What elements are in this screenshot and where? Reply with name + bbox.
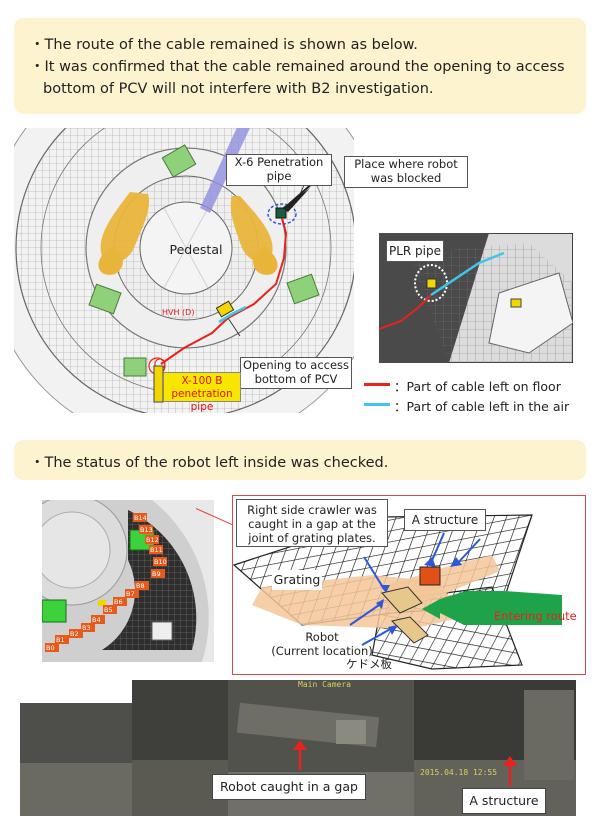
equipment-green-2 (88, 283, 122, 315)
a-structure-block (419, 566, 441, 586)
blocked-label-line2: was blocked (370, 171, 442, 185)
photo-panel-1 (20, 703, 148, 816)
inset-cable-floor (379, 294, 432, 330)
status-bullet: ・The status of the robot left inside was… (30, 455, 389, 471)
timestamp-text: 2015.04.18 12:55 (420, 768, 498, 777)
grid-label-b0: B0 (46, 644, 55, 652)
opening-label-line1: Opening to access (242, 358, 350, 372)
blocked-arrow (282, 188, 310, 212)
route-note-box: ・The route of the cable remained is show… (14, 18, 586, 114)
grid-label-badge (55, 635, 69, 644)
grid-label-badge (91, 615, 105, 624)
camera-text: Main Camera (298, 680, 351, 689)
x6-penetration-callout: X-6 Penetration pipe (226, 154, 332, 186)
grid-label-badge (45, 643, 59, 652)
grid-label-b12: B12 (146, 536, 159, 544)
x100b-pipe (153, 365, 164, 403)
grid-label-b11: B11 (150, 546, 163, 554)
legend-air-swatch (364, 403, 390, 406)
grid-label-b7: B7 (126, 590, 135, 598)
x6-pipe-band (200, 128, 250, 213)
entering-route-label: Entering route (494, 609, 577, 623)
crawler-line3: joint of grating plates. (248, 531, 376, 545)
grid-label-badge (145, 535, 159, 544)
grid-label-badge (139, 525, 153, 534)
grid-label-badge (153, 557, 167, 566)
grid-label-badge (133, 513, 147, 522)
grid-label-b8: B8 (136, 582, 145, 590)
plr-pipe-inset (379, 233, 573, 363)
status-note-box: ・The status of the robot left inside was… (14, 440, 586, 480)
grid-label-badge (125, 589, 139, 598)
crawler-callout: Right side crawler was caught in a gap a… (236, 499, 388, 547)
pcv-map-diagram: Pedestal HVH (D) (14, 128, 354, 413)
route-bullet-1: ・The route of the cable remained is show… (30, 37, 418, 53)
grid-label-b1: B1 (56, 636, 65, 644)
blocked-label-line1: Place where robot (354, 157, 458, 171)
a-structure-label: A structure (411, 513, 479, 527)
a-structure-callout: A structure (404, 509, 486, 531)
route-bullet-2b: bottom of PCV will not interfere with B2… (43, 81, 434, 97)
x100b-label-line1: X-100 B (181, 375, 223, 387)
grid-label-b6: B6 (114, 598, 123, 606)
structure-arrow (503, 756, 517, 786)
grid-label-badge (103, 605, 117, 614)
grid-label-badge (135, 581, 149, 590)
robot-label-line2: (Current location) (271, 644, 373, 658)
route-bullet-2a: ・It was confirmed that the cable remaine… (30, 59, 565, 75)
x100b-callout: X-100 B penetration pipe (163, 372, 241, 413)
equipment-green-4 (123, 357, 147, 377)
grating-label: Grating (272, 570, 322, 590)
gap-arrow (293, 740, 307, 770)
crawler-line1: Right side crawler was (247, 503, 377, 517)
grid-label-b10: B10 (154, 558, 167, 566)
robot-label-line1: Robot (305, 630, 339, 644)
crawler-line2: caught in a gap at the (248, 517, 376, 531)
opening-label-line2: bottom of PCV (254, 372, 338, 386)
blocked-place-marker (267, 203, 297, 225)
opening-callout: Opening to access bottom of PCV (240, 357, 352, 389)
inset-cable-air (430, 251, 505, 297)
orange-structure-left (100, 192, 150, 264)
grid-label-badge (69, 629, 83, 638)
x100b-label-line2: penetration pipe (171, 388, 233, 413)
robot-shape (381, 586, 423, 614)
hvh-label: HVH (D) (162, 308, 194, 317)
x6-label-line1: X-6 Penetration (234, 155, 324, 169)
detail-frame (232, 495, 586, 675)
x6-label-line2: pipe (266, 169, 292, 183)
grid-green-2 (42, 599, 67, 623)
grid-label-badge (113, 597, 127, 606)
opening-marker (215, 300, 235, 318)
orange-structure-right (230, 196, 273, 262)
cable-route-air (218, 305, 247, 324)
grid-label-b3: B3 (82, 624, 91, 632)
robot-gap-label: Robot caught in a gap (212, 774, 366, 800)
equipment-green-1 (161, 144, 197, 178)
cable-route-floor (160, 217, 288, 365)
grid-label-badge (149, 545, 163, 554)
grid-label-b9: B9 (152, 570, 161, 578)
grid-label-b14: B14 (134, 514, 147, 522)
equipment-green-3 (286, 273, 320, 305)
legend-floor-swatch (364, 383, 390, 386)
legend-air-text: ：Part of cable left in the air (394, 399, 570, 414)
kedome-label: ケドメ板 (346, 657, 392, 671)
legend-floor-text: ：Part of cable left on floor (394, 379, 561, 394)
entering-route-arrow (440, 591, 562, 625)
grid-label-b13: B13 (140, 526, 153, 534)
a-structure-photo-label: A structure (462, 788, 546, 814)
robot-location-label: Robot (Current location) (268, 630, 376, 658)
blocked-place-callout: Place where robot was blocked (344, 156, 468, 188)
grid-label-badge (151, 569, 165, 578)
plr-pipe-callout: PLR pipe (386, 240, 444, 262)
plr-label: PLR pipe (388, 244, 442, 258)
grid-label-b2: B2 (70, 630, 79, 638)
pedestal-label: Pedestal (170, 242, 223, 257)
grid-label-b5: B5 (104, 606, 113, 614)
grid-label-badge (81, 623, 95, 632)
grid-label-b4: B4 (92, 616, 101, 624)
